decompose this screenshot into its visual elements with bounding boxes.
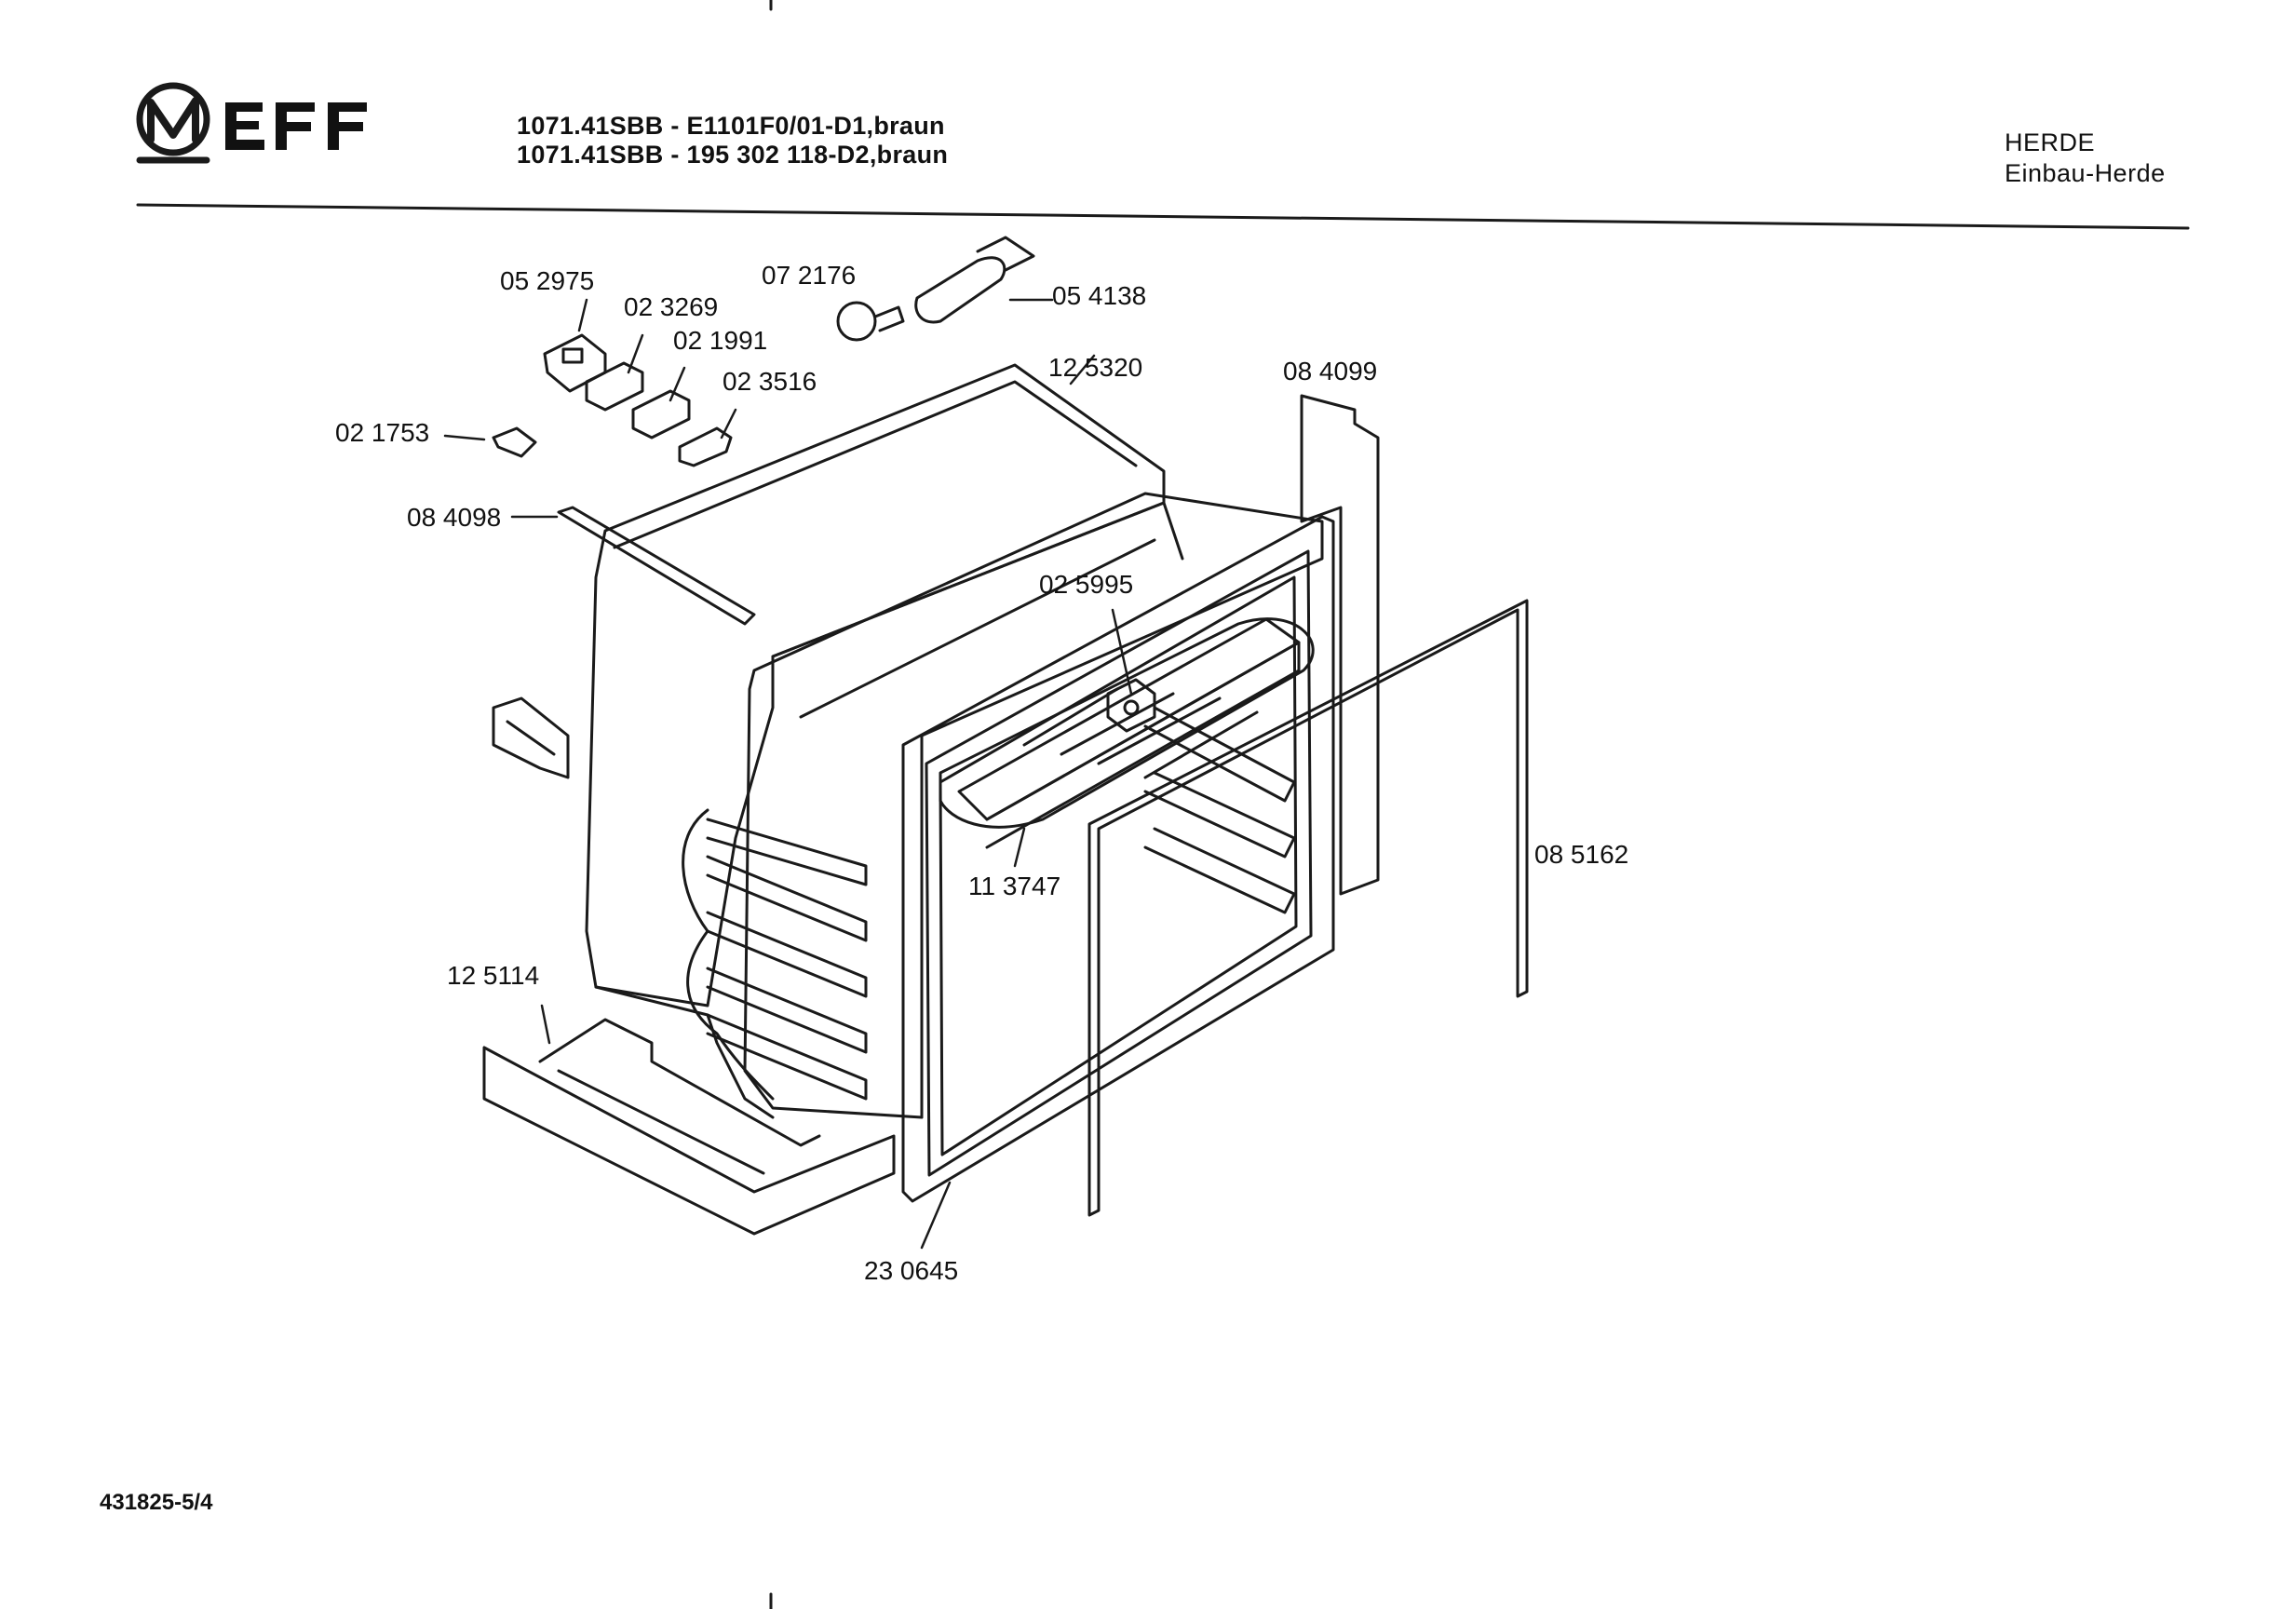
oven-muffle (682, 492, 1324, 1119)
category-label: HERDE (2005, 128, 2096, 156)
neff-logo-icon (136, 82, 210, 164)
rail-084098 (557, 506, 756, 626)
oven-rack-rails (957, 617, 1301, 914)
leader-lines (443, 298, 1133, 1250)
part-label: 12 5114 (447, 961, 540, 990)
part-label: 23 0645 (864, 1256, 959, 1285)
header-rule (136, 203, 2190, 230)
clip-021753 (492, 426, 537, 458)
part-label: 07 2176 (762, 261, 857, 290)
part-label: 08 5162 (1534, 840, 1629, 869)
part-label: 05 4138 (1052, 281, 1147, 310)
part-label: 05 2975 (500, 266, 595, 295)
knob-ring-023269 (585, 361, 644, 412)
part-label: 12 5320 (1048, 353, 1143, 382)
lamp-socket-072176 (836, 301, 905, 342)
switch-052975 (543, 333, 607, 393)
knob-021991 (631, 389, 691, 439)
heating-element-113747 (939, 617, 1315, 829)
part-label: 08 4098 (407, 503, 502, 532)
part-label: 02 1991 (673, 326, 768, 355)
side-bracket (492, 696, 570, 779)
part-label: 02 3516 (723, 367, 817, 396)
model-line-2: 1071.41SBB - 195 302 118-D2,braun (517, 141, 949, 169)
document-code: 431825-5/4 (100, 1490, 213, 1515)
subcategory-label: Einbau-Herde (2005, 159, 2166, 187)
bottom-tray-125114 (482, 1018, 896, 1236)
part-label: 02 1753 (335, 418, 430, 447)
lamp-holder-025995 (1106, 678, 1156, 733)
front-frame-230645 (901, 515, 1335, 1203)
neff-logo-letters-icon (225, 102, 367, 150)
part-label: 08 4099 (1283, 357, 1378, 385)
part-label: 02 5995 (1039, 570, 1134, 599)
lamp-cover-054138 (914, 236, 1035, 324)
door-seal-085162 (1087, 599, 1529, 1217)
part-label: 11 3747 (968, 872, 1061, 900)
knob-cap-023516 (678, 426, 733, 467)
back-panel-084099 (1300, 394, 1380, 896)
oven-housing-125320 (585, 363, 1184, 1119)
part-label: 02 3269 (624, 292, 719, 321)
model-line-1: 1071.41SBB - E1101F0/01-D1,braun (517, 112, 945, 140)
